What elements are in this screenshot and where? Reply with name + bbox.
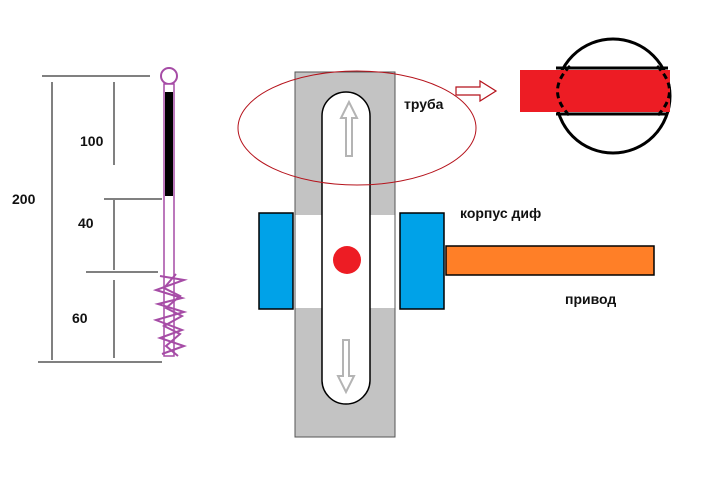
section-dash-right: [655, 64, 671, 118]
arrow-right-icon: [455, 79, 498, 103]
pipe-highlight-ellipse: [237, 70, 477, 186]
dim-total-label: 200: [12, 191, 36, 207]
rod-ring: [160, 67, 178, 85]
red-ball: [333, 246, 361, 274]
blue-block-right: [399, 212, 445, 310]
label-drive: привод: [565, 291, 616, 307]
dim-middle-label: 40: [78, 215, 94, 231]
section-dash-left: [556, 64, 572, 118]
label-housing: корпус диф: [460, 205, 541, 221]
blue-block-left: [258, 212, 294, 310]
drive-shaft: [445, 245, 655, 276]
arrow-down-icon: [336, 339, 356, 395]
label-pipe: труба: [404, 96, 444, 112]
dim-upper-label: 100: [80, 133, 104, 149]
rod-shaft: [163, 83, 175, 357]
rod-drawing: 200 100 40 60: [12, 67, 188, 363]
rod-auger-spiral-2: [161, 273, 185, 357]
housing-assembly: [237, 70, 655, 438]
pipe-cross-section: [455, 37, 672, 155]
dim-lower-label: 60: [72, 310, 88, 326]
rod-solid-section: [165, 92, 173, 196]
arrow-up-icon: [339, 99, 359, 157]
section-red-band: [520, 70, 670, 112]
